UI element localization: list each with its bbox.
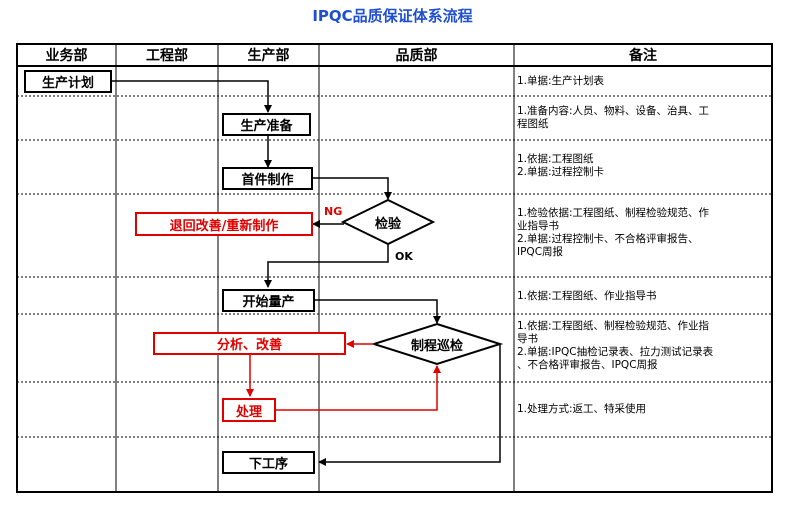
node-next-process: 下工序 — [222, 451, 315, 474]
ok-label: OK — [395, 250, 413, 263]
arrow-handle-to-patrol — [276, 365, 441, 411]
arrow-plan-to-prepare — [112, 80, 272, 113]
header-business: 业务部 — [45, 48, 88, 64]
node-mass-production: 开始量产 — [222, 289, 315, 312]
note-mass-production: 1.依据:工程图纸、作业指导书 — [517, 290, 657, 302]
arrow-inspect-ok — [264, 244, 389, 288]
note-handle: 1.处理方式:返工、特采使用 — [517, 403, 647, 415]
patrol-inspect-label: 制程巡检 — [410, 338, 463, 354]
ng-label: NG — [324, 205, 343, 218]
arrow-patrol-to-next — [318, 344, 501, 466]
header-quality: 品质部 — [395, 48, 438, 64]
note-plan: 1.单据:生产计划表 — [517, 75, 605, 87]
node-prepare: 生产准备 — [222, 113, 311, 136]
header-engineering: 工程部 — [146, 48, 188, 64]
header-remarks: 备注 — [629, 48, 657, 64]
node-plan: 生产计划 — [24, 70, 112, 93]
node-rework: 退回改善/重新制作 — [135, 212, 313, 236]
node-first-article: 首件制作 — [222, 167, 313, 190]
row-dividers — [17, 95, 772, 438]
header-production: 生产部 — [247, 48, 290, 64]
arrow-first-to-inspect — [313, 177, 392, 200]
patrol-inspect-diamond — [370, 322, 504, 366]
note-prepare: 1.准备内容:人员、物料、设备、治具、工程图纸 — [517, 105, 710, 130]
node-handle: 处理 — [222, 398, 276, 422]
inspect-label: 检验 — [374, 216, 401, 232]
page-title: IPQC品质保证体系流程 — [312, 7, 473, 25]
node-analyze: 分析、改善 — [153, 332, 346, 355]
arrow-mass-to-patrol — [315, 299, 441, 324]
table-border — [16, 43, 773, 493]
